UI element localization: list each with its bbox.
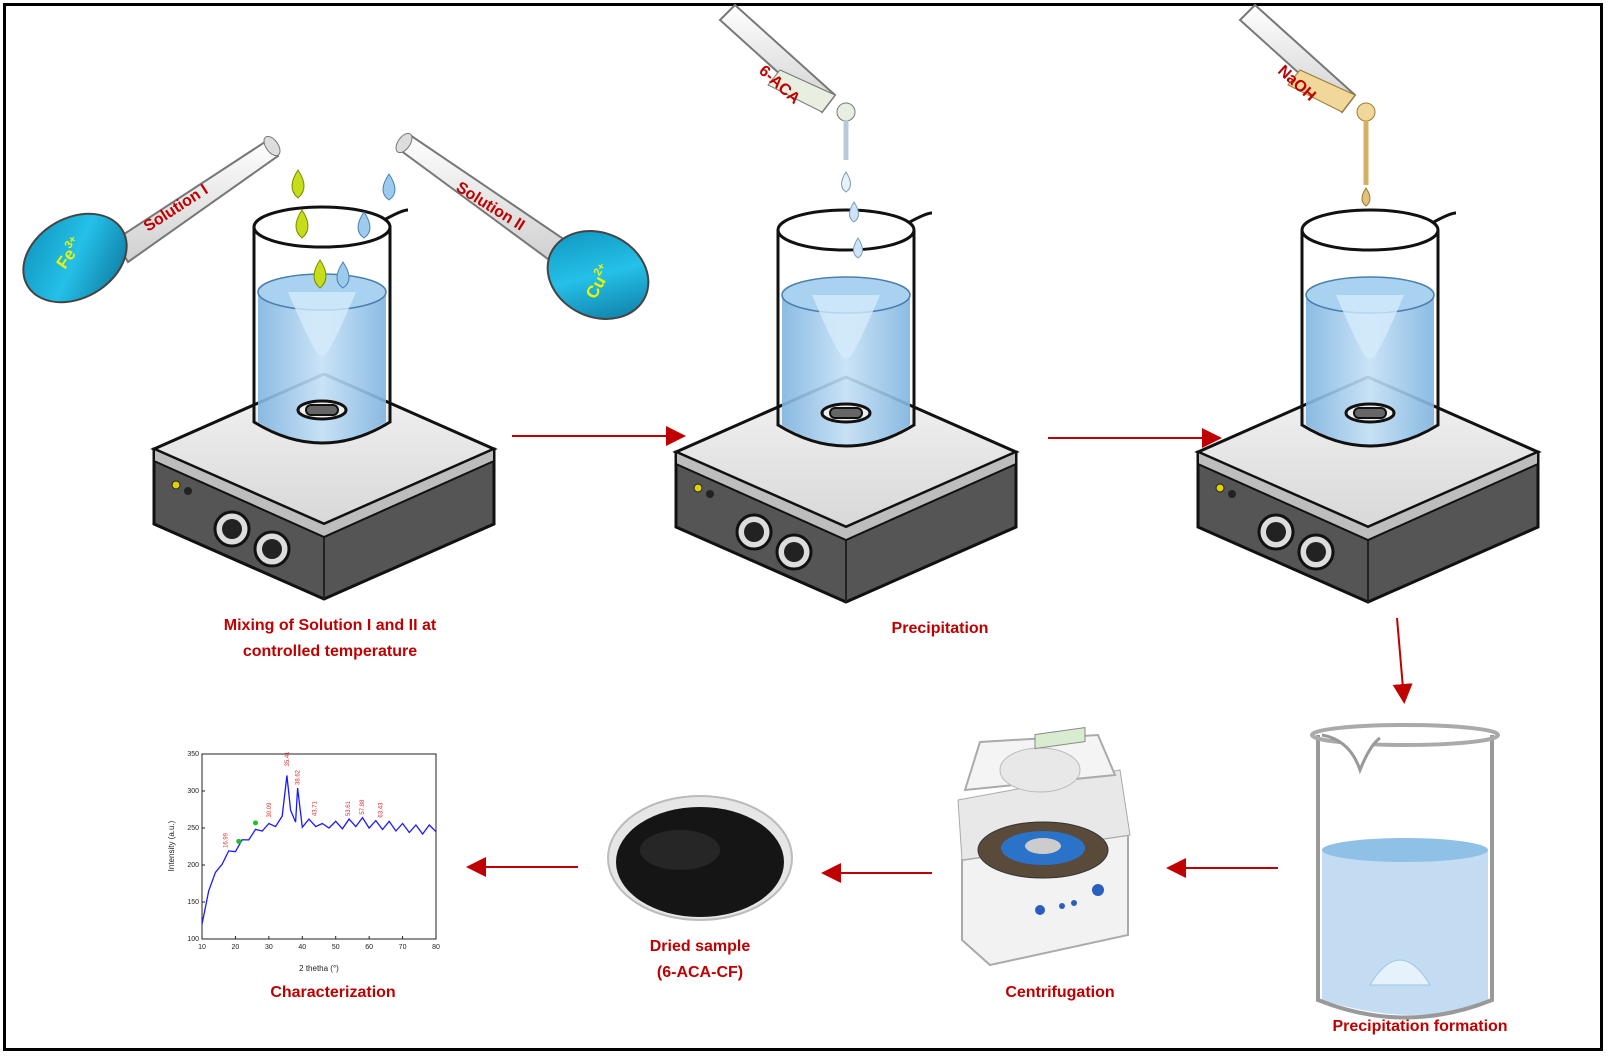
x-tick-label: 70 (399, 944, 407, 951)
x-tick-label: 50 (332, 944, 340, 951)
xrd-marker (252, 820, 258, 826)
label-dried-line1: Dried sample (649, 938, 751, 955)
xrd-peak-labels: 16.99 30.09 35.41 38.62 43.71 53.61 57.88 63.43 (223, 751, 384, 848)
xrd-ylabel: Intensity (a.u.) (167, 820, 176, 871)
x-tick-label: 20 (232, 944, 240, 951)
xrd-ticks: 10 20 30 40 50 60 70 80 100 150 200 250 300 350 (187, 751, 440, 951)
xrd-xlabel: 2 thetha (°) (299, 964, 339, 973)
xrd-peak-label: 30.09 (267, 802, 273, 818)
label-precipitation-formation: Precipitation formation (1332, 1018, 1508, 1035)
dropper-naoh: NaOH (1238, 3, 1376, 207)
flask-solution-2: Cu2+ Solution II (395, 132, 650, 320)
label-mixing-line1: Mixing of Solution I and II at (223, 617, 437, 634)
x-tick-label: 40 (298, 944, 306, 951)
y-tick-label: 100 (187, 936, 199, 943)
xrd-peak-label: 57.88 (360, 799, 366, 815)
arrow-down (1392, 617, 1413, 704)
label-mixing: Mixing of Solution I and II at controlle… (180, 613, 480, 665)
xrd-marker (236, 838, 242, 844)
dropper-6aca: 6-ACA (718, 3, 863, 259)
xrd-peak-label: 63.43 (379, 802, 385, 818)
x-tick-label: 80 (432, 944, 440, 951)
y-tick-label: 150 (187, 899, 199, 906)
x-tick-label: 10 (198, 944, 206, 951)
y-tick-label: 250 (187, 825, 199, 832)
drops-1 (291, 169, 396, 289)
xrd-peak-label: 53.61 (346, 800, 352, 816)
x-tick-label: 30 (265, 944, 273, 951)
y-tick-label: 300 (187, 788, 199, 795)
flask-solution-1: Fe3+ Solution I (22, 135, 281, 304)
label-mixing-line2: controlled temperature (242, 643, 418, 660)
xrd-peak-label: 16.99 (223, 832, 229, 848)
dried-sample-dish (607, 795, 793, 921)
centrifuge (957, 726, 1131, 967)
xrd-peak-label: 38.62 (296, 769, 302, 785)
label-centrifugation: Centrifugation (1005, 984, 1115, 1001)
beaker-1 (252, 205, 410, 445)
xrd-chart: 10 20 30 40 50 60 70 80 100 150 200 250 300 350 16.99… (167, 751, 440, 973)
label-characterization: Characterization (270, 984, 396, 1001)
label-dried-line2: (6-ACA-CF) (656, 964, 744, 981)
y-tick-label: 200 (187, 862, 199, 869)
xrd-series (201, 775, 437, 925)
x-tick-label: 60 (365, 944, 373, 951)
label-precipitation: Precipitation (891, 620, 989, 637)
xrd-peak-label: 35.41 (285, 751, 291, 767)
xrd-line (201, 775, 437, 925)
beaker-3 (1300, 208, 1458, 448)
y-tick-label: 350 (187, 751, 199, 758)
label-dried-sample: Dried sample (6-ACA-CF) (600, 934, 800, 986)
precipitate-beaker (1310, 723, 1500, 1020)
xrd-peak-label: 43.71 (313, 800, 319, 816)
